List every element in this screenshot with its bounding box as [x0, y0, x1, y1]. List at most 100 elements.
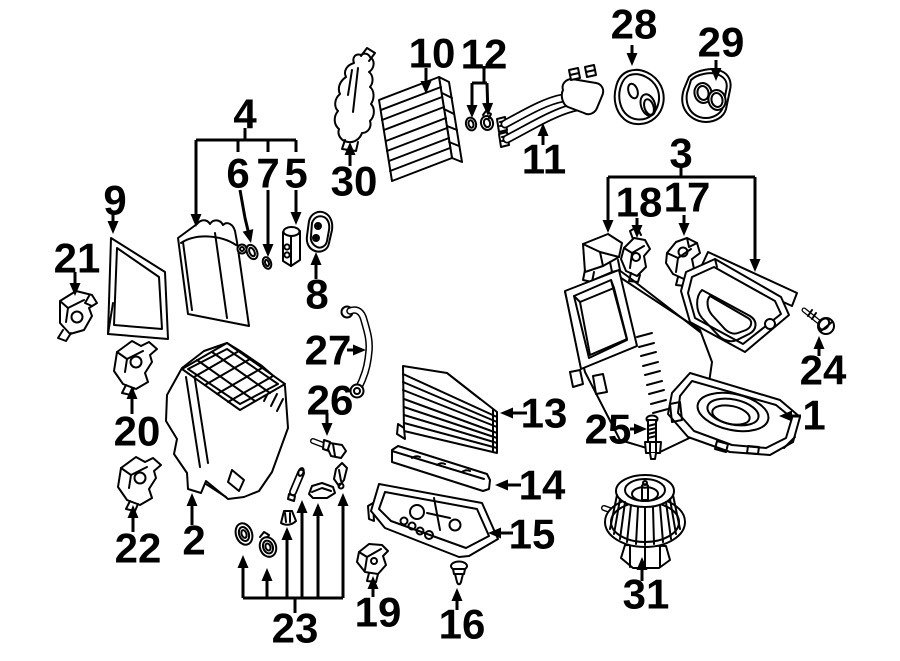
arrowhead — [678, 223, 690, 236]
arrowhead — [107, 221, 119, 234]
callout-label-7: 7 — [256, 150, 279, 197]
callout-label-31: 31 — [623, 571, 670, 618]
callout-label-22: 22 — [115, 525, 162, 572]
part-12-orings — [464, 110, 495, 132]
arrowhead — [353, 344, 366, 356]
callout-5: 5 — [284, 150, 308, 225]
part-10-evaporator-core — [378, 76, 463, 182]
arrowhead — [310, 252, 322, 265]
callout-label-12: 12 — [461, 31, 508, 78]
arrowhead — [466, 105, 478, 118]
callout-label-8: 8 — [305, 271, 328, 318]
callout-12: 12 — [461, 31, 508, 118]
arrowhead — [710, 68, 722, 81]
part-29-gasket — [681, 68, 732, 123]
part-13-insulator-panel — [396, 365, 498, 454]
part-30-side-bracket — [333, 47, 376, 152]
arrowhead — [344, 142, 356, 155]
callout-label-2: 2 — [182, 517, 205, 564]
callout-23: 23 — [237, 493, 349, 652]
callout-28: 28 — [611, 1, 658, 66]
arrowhead — [451, 588, 463, 601]
arrowhead — [262, 244, 274, 257]
callout-label-30: 30 — [331, 158, 378, 205]
part-27-drain-hose — [340, 305, 373, 399]
callout-label-11: 11 — [522, 136, 566, 183]
callout-label-14: 14 — [519, 462, 566, 509]
callout-label-10: 10 — [409, 30, 456, 77]
callout-14: 14 — [495, 462, 566, 509]
callout-3: 3 — [602, 130, 761, 272]
part-11-refrigerant-pipes — [496, 64, 605, 148]
callout-label-17: 17 — [664, 174, 711, 221]
arrowhead — [290, 212, 302, 225]
callout-13: 13 — [500, 390, 567, 437]
part-16-push-pin — [450, 560, 468, 586]
callout-27: 27 — [305, 327, 366, 374]
arrowhead — [242, 229, 254, 243]
callout-label-20: 20 — [114, 408, 161, 455]
part-24-screw — [801, 307, 835, 335]
callout-31: 31 — [623, 557, 670, 618]
part-20-bracket — [113, 340, 158, 396]
part-3-upper-tray — [680, 251, 798, 353]
arrowhead — [634, 423, 647, 435]
callout-2: 2 — [182, 493, 206, 564]
part-25-screw — [644, 414, 662, 460]
callout-10: 10 — [409, 30, 456, 94]
part-19-bracket — [356, 543, 389, 583]
callout-30: 30 — [331, 142, 378, 205]
arrowhead — [321, 423, 333, 436]
callout-18: 18 — [616, 179, 663, 238]
callout-21: 21 — [54, 235, 100, 296]
callout-17: 17 — [664, 174, 711, 236]
callout-label-1: 1 — [802, 392, 825, 439]
arrowhead — [488, 527, 501, 539]
arrowhead — [126, 386, 138, 399]
arrowhead — [190, 214, 202, 227]
part-4-evaporator — [177, 219, 250, 327]
callout-label-18: 18 — [616, 179, 663, 226]
callout-4: 4 — [190, 91, 298, 227]
part-7-oring — [261, 256, 273, 270]
callout-label-28: 28 — [611, 1, 658, 48]
arrowhead — [537, 123, 549, 136]
part-illustrations — [57, 47, 835, 586]
callout-label-3: 3 — [669, 130, 692, 177]
arrowhead — [296, 500, 308, 513]
arrowhead — [631, 225, 643, 238]
callout-label-19: 19 — [355, 589, 402, 636]
callout-29: 29 — [698, 19, 745, 81]
callout-label-9: 9 — [103, 177, 126, 224]
arrowhead — [495, 479, 508, 491]
part-8-seal-pad — [305, 210, 334, 253]
arrowhead — [626, 53, 638, 66]
callout-26: 26 — [307, 377, 353, 436]
part-1-heater-case — [564, 269, 801, 456]
part-15-floor-tray — [367, 483, 499, 558]
arrowhead — [602, 220, 614, 233]
part-21-bracket — [57, 290, 98, 342]
callout-1: 1 — [779, 392, 826, 439]
arrowhead — [749, 259, 761, 272]
part-14-retainer-strip — [391, 445, 491, 492]
part-3-wedge-bracket — [582, 233, 623, 283]
callout-22: 22 — [115, 505, 162, 572]
arrowhead — [779, 410, 792, 422]
arrowhead — [69, 283, 81, 296]
arrowhead — [261, 568, 273, 581]
callout-label-25: 25 — [585, 406, 632, 453]
arrowhead — [281, 527, 293, 540]
arrowhead — [813, 336, 825, 349]
callout-label-27: 27 — [305, 327, 352, 374]
callout-label-29: 29 — [698, 19, 745, 66]
arrowhead — [420, 81, 432, 94]
callout-label-24: 24 — [800, 347, 847, 394]
part-23-grommet-set — [234, 462, 348, 558]
arrowhead — [237, 555, 249, 568]
part-2-lower-housing — [165, 342, 289, 500]
arrowhead — [337, 493, 349, 506]
part-9-filter-frame — [107, 237, 169, 340]
